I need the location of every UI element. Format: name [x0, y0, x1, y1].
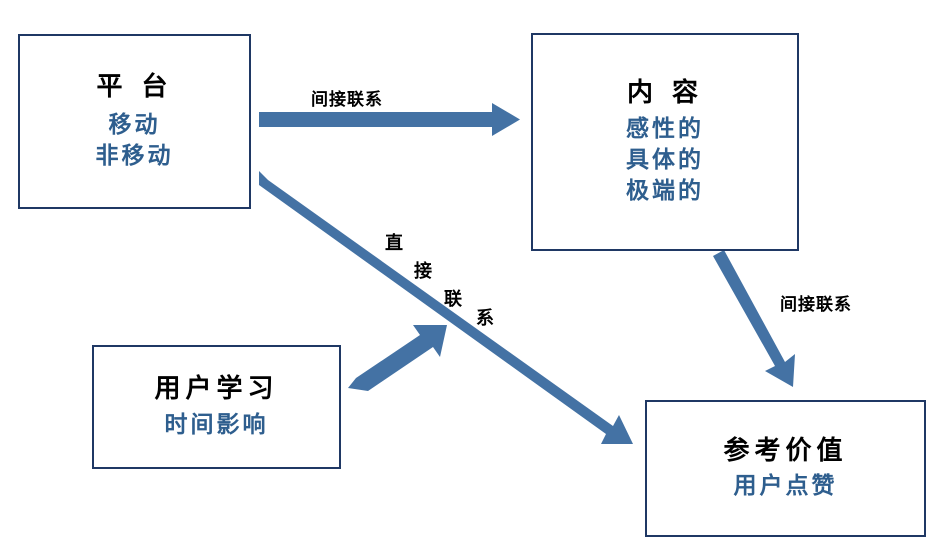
edge-label-direct-char-1: 直 — [385, 233, 403, 254]
edge-label-indirect-right: 间接联系 — [780, 295, 852, 315]
edge-label-direct-char-3: 联 — [444, 289, 462, 310]
node-reference-value[interactable]: 参考价值 用户点赞 — [645, 400, 926, 537]
arrow-platform-to-content — [259, 103, 520, 136]
node-user-learning[interactable]: 用户学习 时间影响 — [92, 345, 341, 469]
node-platform-subtitle-2: 非移动 — [95, 142, 174, 169]
node-content-subtitle-2: 具体的 — [626, 146, 704, 173]
arrow-platform-to-reference — [259, 171, 633, 444]
node-content-subtitle-3: 极端的 — [626, 177, 704, 204]
node-content-subtitle-1: 感性的 — [626, 115, 704, 142]
arrow-learning-to-direct-edge — [348, 325, 447, 391]
node-platform-subtitle-1: 移动 — [108, 111, 161, 138]
node-user-learning-subtitle-1: 时间影响 — [164, 411, 269, 438]
node-content-title: 内 容 — [626, 78, 704, 109]
arrow-content-to-reference — [713, 250, 795, 387]
edge-label-direct-char-4: 系 — [476, 308, 494, 329]
node-content[interactable]: 内 容 感性的 具体的 极端的 — [531, 33, 799, 251]
node-reference-value-title: 参考价值 — [723, 435, 848, 466]
node-user-learning-title: 用户学习 — [154, 374, 279, 405]
node-platform-title: 平 台 — [96, 72, 173, 103]
edge-label-indirect-top: 间接联系 — [311, 90, 383, 110]
edge-label-direct-char-2: 接 — [414, 261, 432, 282]
node-reference-value-subtitle-1: 用户点赞 — [733, 473, 838, 500]
node-platform[interactable]: 平 台 移动 非移动 — [18, 34, 251, 209]
